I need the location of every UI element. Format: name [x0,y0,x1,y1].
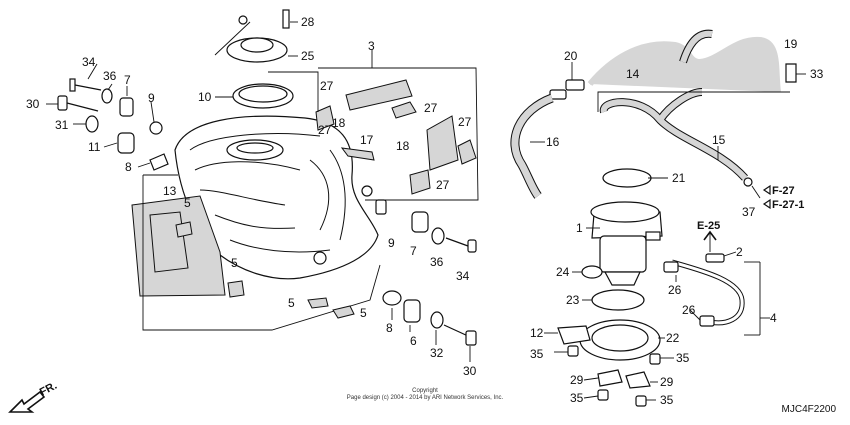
callout-30: 30 [463,364,477,378]
pad-kit[interactable] [315,79,477,195]
callout-27: 27 [436,178,450,192]
callout-15: 15 [712,133,726,147]
callout-36: 36 [103,69,117,83]
fuel-cap[interactable] [214,9,298,63]
callout-29: 29 [570,373,584,387]
callout-11: 11 [88,140,101,154]
callout-35: 35 [570,391,584,405]
callout-24: 24 [556,265,570,279]
gasket-23[interactable] [582,289,645,311]
tank-ring[interactable] [215,83,294,109]
callout-5: 5 [184,196,191,210]
callout-34: 34 [82,55,96,69]
fuel-tank[interactable] [174,115,379,280]
callout-21: 21 [672,171,686,185]
callout-4: 4 [770,311,777,325]
lower-mount-hardware[interactable] [382,290,477,362]
callout-25: 25 [301,49,315,63]
right-mount-hardware[interactable] [375,199,477,253]
copyright-notice: Copyright Page design (c) 2004 - 2014 by… [0,388,850,402]
callout-17: 17 [360,133,374,147]
callout-3: 3 [368,39,375,53]
hose-fitting-20[interactable] [549,62,585,100]
callout-31: 31 [55,118,69,132]
copyright-title: Copyright [412,388,438,394]
ref-f27-1: F-27-1 [772,199,804,211]
hose-15[interactable] [597,88,790,181]
callout-27: 27 [424,101,438,115]
callout-29: 29 [660,375,674,389]
callout-6: 6 [410,334,417,348]
ref-arrow-icon [762,184,771,196]
callout-33: 33 [810,67,824,81]
left-mount-hardware[interactable] [46,63,169,171]
callout-26: 26 [682,303,696,317]
ref-f27: F-27 [772,185,795,197]
callout-18: 18 [332,116,346,130]
callout-8: 8 [386,321,393,335]
callout-14: 14 [626,67,640,81]
callout-5: 5 [231,256,238,270]
callout-5: 5 [288,296,295,310]
callout-26: 26 [668,283,682,297]
callout-1: 1 [576,221,583,235]
hose-clip-37[interactable] [743,177,761,199]
fuel-pump[interactable] [586,168,668,286]
callout-9: 9 [148,91,155,105]
callout-18: 18 [396,139,410,153]
callout-27: 27 [318,123,332,137]
bracket-29-set[interactable] [583,369,658,389]
callout-35: 35 [530,347,544,361]
nut-35-set[interactable] [554,345,674,407]
pad-5-set[interactable] [175,221,355,319]
callout-23: 23 [566,293,580,307]
callout-28: 28 [301,15,315,29]
callout-13: 13 [163,184,177,198]
front-direction-arrow-icon: FR. [8,380,59,413]
setting-plate-22[interactable] [579,319,665,361]
hose-16[interactable] [510,93,554,199]
callout-30: 30 [26,97,40,111]
ref-arrow-icon [762,198,771,210]
copyright-text: Page design (c) 2004 - 2014 by ARI Netwo… [346,395,504,401]
callout-32: 32 [430,346,444,360]
kit-3-outline [318,67,479,201]
callout-20: 20 [564,49,578,63]
callout-27: 27 [320,79,334,93]
left-group-outline [142,175,381,331]
callout-7: 7 [124,73,131,87]
grommet-24[interactable] [572,265,603,279]
callout-19: 19 [784,37,798,51]
fitting-2[interactable] [703,230,737,263]
callout-9: 9 [388,236,395,250]
callout-34: 34 [456,269,470,283]
callout-5: 5 [360,306,367,320]
callout-7: 7 [410,244,417,258]
callout-8: 8 [125,160,132,174]
callout-10: 10 [198,90,212,104]
ref-e25: E-25 [697,220,720,232]
callout-16: 16 [546,135,560,149]
callout-12: 12 [530,326,544,340]
callout-36: 36 [430,255,444,269]
hose-4[interactable] [663,259,770,336]
callout-27: 27 [458,115,472,129]
callout-35: 35 [660,393,674,407]
callout-37: 37 [742,205,756,219]
callout-35: 35 [676,351,690,365]
hose-14[interactable] [587,29,781,93]
callout-2: 2 [736,245,743,259]
drawing-code: MJC4F2200 [781,404,836,415]
callout-22: 22 [666,331,680,345]
clamp-12[interactable] [544,325,591,345]
hose-clip-33[interactable] [785,63,806,83]
